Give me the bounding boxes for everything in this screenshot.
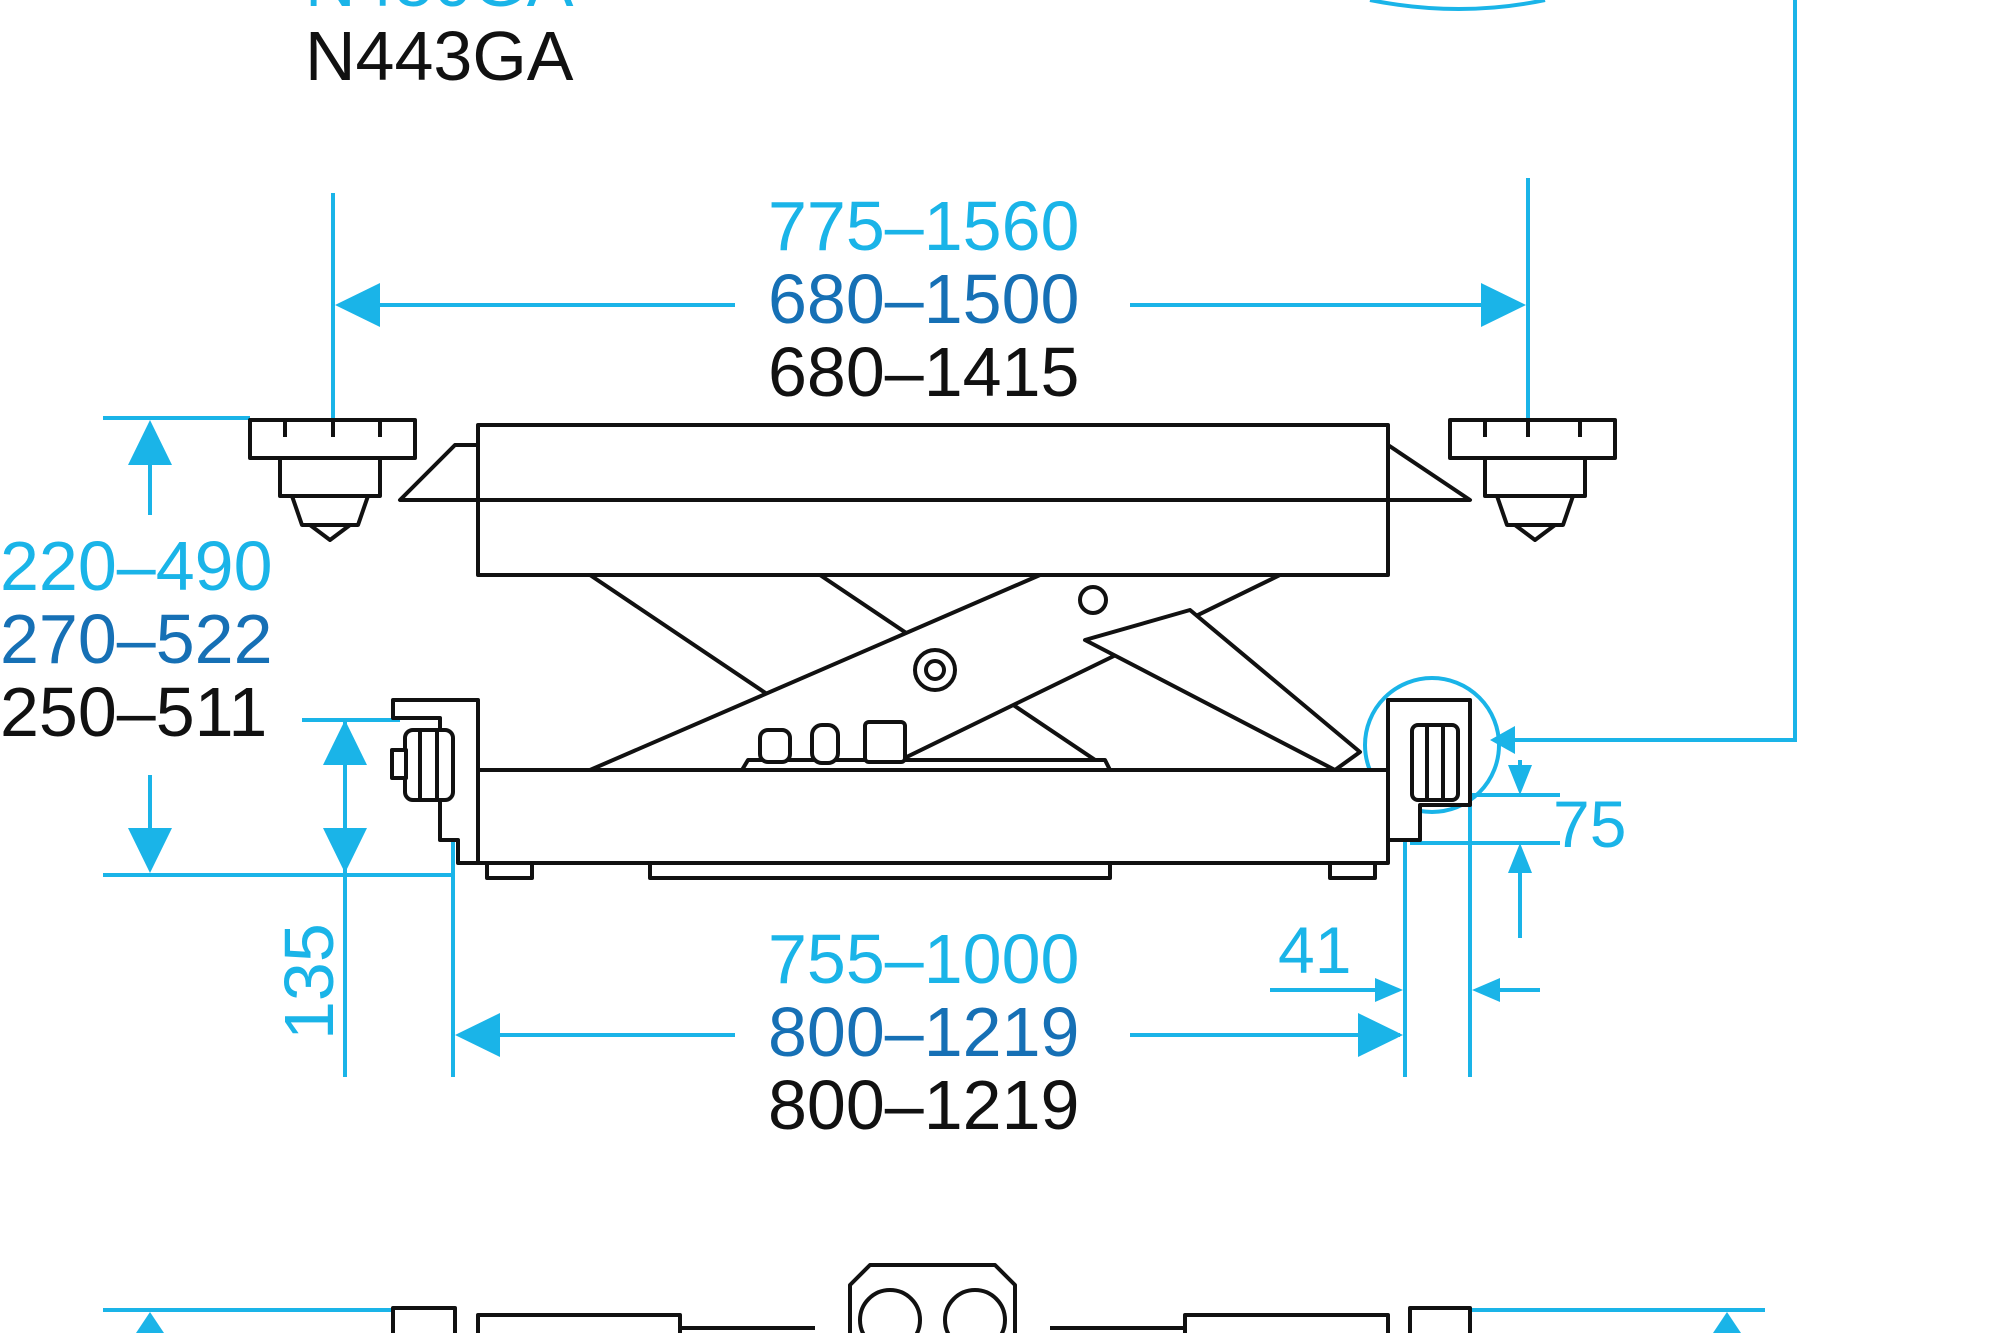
detail-leader-arrow [1490, 726, 1515, 754]
roller-width-arrow-right [1472, 978, 1500, 1002]
model-label: N443GA [305, 17, 574, 95]
base-foot-left [485, 861, 534, 880]
roller-width-label: 41 [1278, 913, 1351, 987]
base-control-valve [863, 720, 907, 764]
base-control-knob-2 [810, 723, 840, 765]
height-navy: 270–522 [0, 600, 273, 678]
pad-left [248, 418, 417, 542]
height-black: 250–511 [0, 673, 267, 751]
model-label-partial: N450GA [305, 0, 574, 21]
base-width-black: 800–1219 [768, 1066, 1079, 1144]
base-height-arrow-top [323, 720, 367, 765]
base-height-label: 135 [270, 923, 348, 1040]
pad-right [1448, 418, 1617, 542]
base-width-cyan: 755–1000 [768, 920, 1079, 998]
base-control-knob-1 [758, 728, 792, 764]
top-width-arrow-right [1481, 283, 1526, 327]
top-width-navy: 680–1500 [768, 260, 1079, 338]
detail-circle-top [1369, 0, 1546, 11]
detail-leader-line [1495, 0, 1797, 742]
roller-right [1410, 723, 1460, 802]
roller-left [403, 728, 455, 802]
top-width-cyan: 775–1560 [768, 187, 1079, 265]
base-height-arrow-bottom [323, 828, 367, 873]
roller-width-arrow-left [1375, 978, 1403, 1002]
detail-circle-roller [1363, 676, 1501, 814]
height-cyan: 220–490 [0, 527, 273, 605]
scissor-jack [248, 418, 1617, 880]
top-width-black: 680–1415 [768, 333, 1079, 411]
base-frame [476, 768, 1390, 865]
base-width-navy: 800–1219 [768, 993, 1079, 1071]
height-arrow-top [128, 420, 172, 465]
roller-height-label: 75 [1553, 787, 1626, 861]
pivot-top [1078, 585, 1108, 615]
base-foot-right [1328, 861, 1377, 880]
top-width-arrow-left [335, 283, 380, 327]
height-arrow-bottom [128, 828, 172, 873]
base-width-arrow-right [1358, 1013, 1403, 1057]
base-width-arrow-left [455, 1013, 500, 1057]
bottom-view-partial [103, 1263, 1765, 1333]
scissor-arm-c [1083, 608, 1362, 772]
base-skid [648, 861, 1112, 880]
roller-height-arrow-bottom [1508, 843, 1532, 873]
roller-height-arrow-top [1508, 765, 1532, 795]
bracket-left [391, 698, 480, 865]
